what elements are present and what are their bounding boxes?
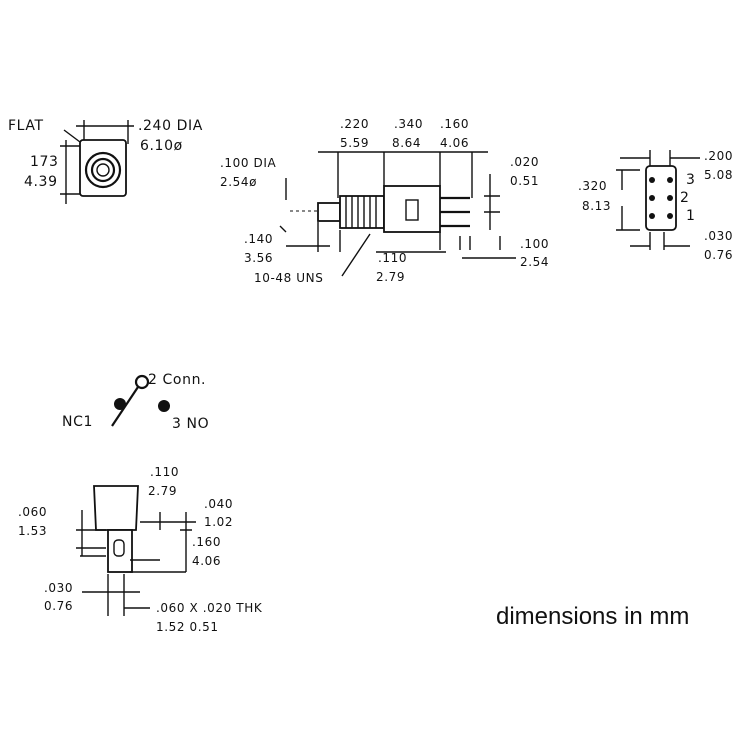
- terminal-2-label: 2: [680, 190, 690, 206]
- units-note: dimensions in mm: [496, 603, 689, 630]
- actuator-top: [93, 485, 139, 531]
- end-pin-1-right: [667, 213, 673, 219]
- dim2-mm: 8.64: [392, 136, 421, 150]
- bushing-dia-leader: [279, 178, 287, 233]
- no-label: 3 NO: [172, 416, 209, 432]
- thread-leader: [341, 233, 371, 277]
- front-dia-mm: 6.10ø: [140, 138, 183, 154]
- end-pin-mm: 0.76: [704, 248, 733, 262]
- pitch-in: .100: [520, 237, 549, 251]
- terminal-shank: [107, 529, 133, 573]
- body-in: .110: [378, 251, 407, 265]
- term-bottom-mm: 0.76: [44, 599, 73, 613]
- bushing-thread: [345, 196, 377, 228]
- term-left-dim-line: [76, 510, 106, 556]
- terminal-detail: .110 2.79 .060 1.53 .040 1.02 .160 4.06 …: [18, 465, 263, 634]
- term-left-in: .060: [18, 505, 47, 519]
- end-pin-3-right: [667, 177, 673, 183]
- front-height-mm: 4.39: [24, 174, 58, 190]
- end-spacing-dim-line: [620, 150, 700, 166]
- stem-in: .140: [244, 232, 273, 246]
- term-bottom-dim-line: [82, 574, 140, 616]
- term-height-dim-line: [180, 529, 192, 572]
- term-height-mm: 4.06: [192, 554, 221, 568]
- term-thk-mm: 1.52 0.51: [156, 620, 219, 634]
- term-top-in: .110: [150, 465, 179, 479]
- schematic: 2 Conn. NC1 3 NO: [62, 372, 209, 432]
- pin-mm: 0.51: [510, 174, 539, 188]
- stem-dim-line: [286, 222, 341, 252]
- end-spacing-in: .200: [704, 149, 733, 163]
- front-height-dim-line: [60, 140, 80, 204]
- end-width-mm: 8.13: [582, 199, 611, 213]
- front-dia-in: .240 DIA: [138, 118, 203, 134]
- end-width-dim-line: [616, 169, 640, 231]
- terminal-3-label: 3: [686, 172, 696, 188]
- no-contact: [158, 400, 170, 412]
- side-pins: [440, 196, 470, 228]
- terminal-ext-lines: [76, 547, 186, 573]
- term-right-dim-line: [140, 512, 196, 530]
- side-top-dim-lines: [318, 151, 488, 198]
- nc-contact: [114, 398, 126, 410]
- thread-label: 10-48 UNS: [254, 271, 323, 285]
- dim1-mm: 5.59: [340, 136, 369, 150]
- nc-label: NC1: [62, 414, 93, 430]
- common-label: 2 Conn.: [148, 372, 206, 388]
- terminal-slot: [113, 539, 125, 557]
- end-pin-3-left: [649, 177, 655, 183]
- flat-leader: [63, 129, 81, 143]
- front-view: FLAT .240 DIA 6.10ø 173 4.39: [8, 118, 203, 204]
- pitch-extension: [439, 232, 471, 250]
- front-height-in: 173: [30, 154, 59, 170]
- terminal-1-label: 1: [686, 208, 696, 224]
- end-pin-2-left: [649, 195, 655, 201]
- dim2-in: .340: [394, 117, 423, 131]
- stem-mm: 3.56: [244, 251, 273, 265]
- front-actuator: [96, 163, 110, 177]
- end-width-in: .320: [578, 179, 607, 193]
- term-height-in: .160: [192, 535, 221, 549]
- term-bottom-in: .030: [44, 581, 73, 595]
- dim3-mm: 4.06: [440, 136, 469, 150]
- end-view: .320 8.13 .200 5.08 3 2 1 .030 0.76: [578, 149, 733, 262]
- pitch-mm: 2.54: [520, 255, 549, 269]
- end-pin-in: .030: [704, 229, 733, 243]
- term-right-mm: 1.02: [204, 515, 233, 529]
- end-spacing-mm: 5.08: [704, 168, 733, 182]
- bushing-dia-mm: 2.54ø: [220, 175, 257, 189]
- pin-dim-line: [484, 174, 500, 230]
- flat-label: FLAT: [8, 118, 44, 134]
- term-top-mm: 2.79: [148, 484, 177, 498]
- front-bushing-outer: [84, 151, 122, 189]
- common-terminal: [134, 374, 150, 390]
- stem: [317, 202, 341, 222]
- end-pin-2-right: [667, 195, 673, 201]
- term-left-mm: 1.53: [18, 524, 47, 538]
- term-thk-in: .060 X .020 THK: [156, 601, 263, 615]
- pitch-dim-line: [462, 236, 516, 259]
- side-view: .100 DIA 2.54ø .220 5.59 .340 8.64 .160 …: [220, 117, 549, 285]
- body-window: [405, 199, 419, 221]
- bushing-dia-in: .100 DIA: [220, 156, 277, 170]
- front-bushing-inner: [90, 157, 116, 183]
- dim3-in: .160: [440, 117, 469, 131]
- end-pin-1-left: [649, 213, 655, 219]
- term-right-in: .040: [204, 497, 233, 511]
- dim1-in: .220: [340, 117, 369, 131]
- pin-in: .020: [510, 155, 539, 169]
- body-mm: 2.79: [376, 270, 405, 284]
- switch-body: [383, 185, 441, 233]
- end-pin-dim-line: [630, 232, 690, 250]
